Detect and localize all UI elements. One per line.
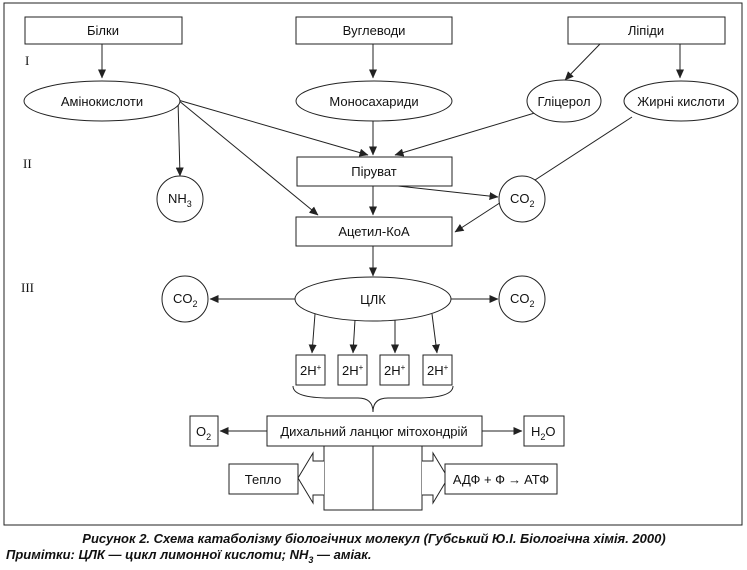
h2o-label: H2O <box>531 424 556 442</box>
co2-node-tca-right <box>498 275 546 323</box>
diagram-frame <box>3 2 743 526</box>
h-plus-label-3: 2H+ <box>384 363 406 378</box>
co2-label-tca-right: CO2 <box>510 291 535 309</box>
h-plus-box-3 <box>379 354 410 386</box>
brace-to-resp-chain <box>292 385 454 413</box>
stage-label-3: III <box>21 280 34 295</box>
h2o-box <box>523 415 565 447</box>
monosaccharides-node <box>295 80 453 122</box>
carbohydrates-box <box>295 16 453 45</box>
acetyl-coa-box <box>295 216 453 247</box>
lipids-box <box>567 16 726 45</box>
arrow-tca-h1 <box>308 313 317 354</box>
pyruvate-label: Піруват <box>351 164 397 179</box>
glycerol-label: Гліцерол <box>537 94 590 109</box>
caption-line-2: Примітки: ЦЛК — цикл лимонної кислоти; N… <box>6 547 372 565</box>
arrow-tca-h2 <box>349 319 358 354</box>
h-plus-box-1 <box>295 354 326 386</box>
monosaccharides-label: Моносахариди <box>329 94 418 109</box>
lipids-label: Ліпіди <box>628 23 664 38</box>
atp-label: АДФ + Ф→АТФ <box>453 472 549 487</box>
arrow-aminoacids-nh3 <box>175 99 184 177</box>
h-plus-box-2 <box>337 354 368 386</box>
arrow-aminoacids-acetylcoa <box>177 99 319 216</box>
proteins-box <box>24 16 183 45</box>
o2-box <box>189 415 219 447</box>
h-plus-box-4 <box>422 354 453 386</box>
pyruvate-box <box>296 156 453 187</box>
stage-label-1: I <box>25 53 29 68</box>
heat-box <box>228 463 299 495</box>
h-plus-label-1: 2H+ <box>300 363 322 378</box>
co2-node-pyruvate <box>498 175 546 223</box>
o2-label: O2 <box>196 424 211 442</box>
amino-acids-label: Амінокислоти <box>61 94 143 109</box>
arrow-fattyacids-acetylcoa <box>454 116 633 233</box>
tca-node <box>294 276 452 322</box>
fatty-acids-node <box>623 80 739 122</box>
arrow-glycerol-pyruvate <box>394 111 539 157</box>
nh3-node <box>156 175 204 223</box>
nh3-label: NH3 <box>168 191 192 209</box>
carbohydrates-label: Вуглеводи <box>343 23 406 38</box>
co2-label-tca-left: CO2 <box>173 291 198 309</box>
fatty-acids-label: Жирні кислоти <box>637 94 725 109</box>
h-plus-label-2: 2H+ <box>342 363 364 378</box>
h-plus-label-4: 2H+ <box>427 363 449 378</box>
atp-box <box>444 463 558 495</box>
heat-label: Тепло <box>245 472 281 487</box>
glycerol-node <box>526 79 602 123</box>
atp-block-arrow <box>422 451 449 505</box>
stage-label-2: II <box>23 156 32 171</box>
proteins-label: Білки <box>87 23 119 38</box>
caption-line-1: Рисунок 2. Схема катаболізму біологічних… <box>82 531 665 546</box>
arrow-tca-h4 <box>431 313 440 354</box>
co2-label-pyruvate: CO2 <box>510 191 535 209</box>
respiratory-chain-label: Дихальний ланцюг мітохондрій <box>280 424 467 439</box>
respiratory-chain-box <box>266 415 483 447</box>
amino-acids-node <box>23 80 181 122</box>
co2-node-tca-left <box>161 275 209 323</box>
heat-block-arrow <box>297 451 324 505</box>
arrow-pyruvate-co2 <box>397 185 499 201</box>
arrow-aminoacids-pyruvate <box>177 99 369 157</box>
arrow-lipids-glycerol <box>564 43 601 81</box>
tca-label: ЦЛК <box>360 292 386 307</box>
acetyl-coa-label: Ацетил-КоА <box>338 224 410 239</box>
